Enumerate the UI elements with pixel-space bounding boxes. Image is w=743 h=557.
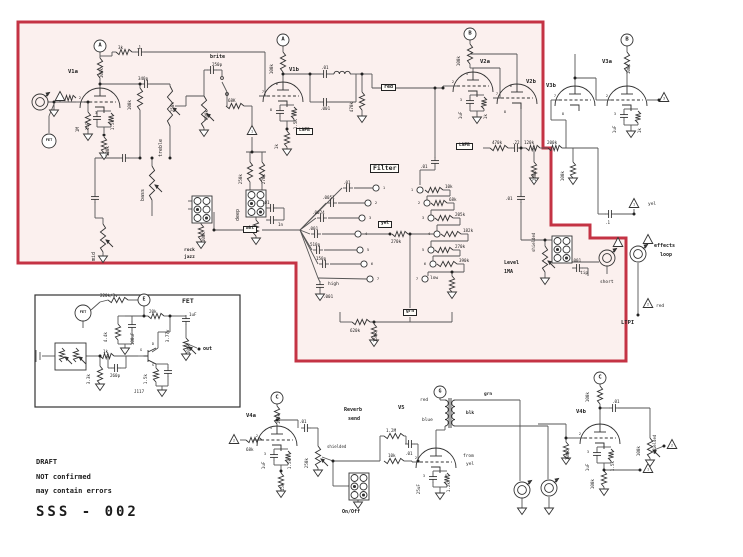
preamp-region-outline (16, 20, 628, 408)
junction-dots-layer (52, 72, 666, 473)
components-layer (31, 27, 678, 516)
fet-box (34, 294, 241, 408)
